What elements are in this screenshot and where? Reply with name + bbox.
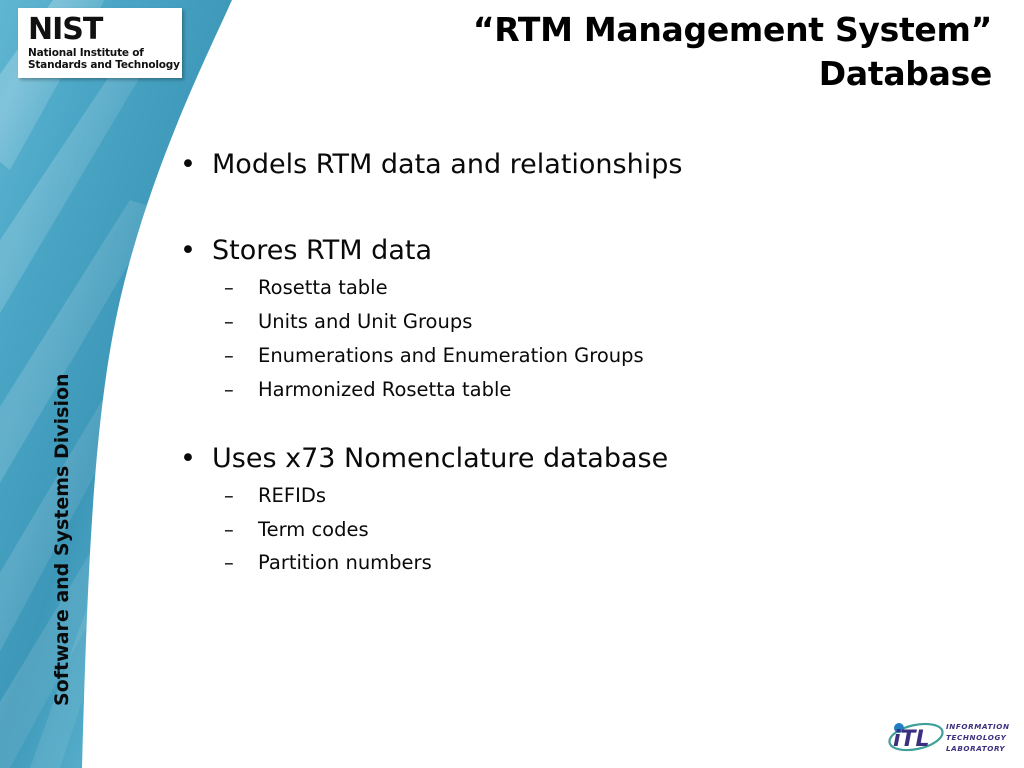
itl-logo: iTL INFORMATION TECHNOLOGY LABORATORY [886, 714, 1014, 758]
bullet-level2: – Term codes [176, 518, 976, 542]
bullet-level2: – Harmonized Rosetta table [176, 378, 976, 402]
bullet-level1-text: Models RTM data and relationships [212, 149, 683, 180]
bullet-level2-text: Term codes [258, 517, 369, 541]
bullet-level2: – Partition numbers [176, 551, 976, 575]
svg-text:iTL: iTL [893, 727, 930, 752]
dash-marker-icon: – [224, 517, 234, 541]
dash-marker-icon: – [224, 551, 234, 575]
itl-line3: LABORATORY [946, 744, 1005, 753]
bullet-level1: • Stores RTM data [176, 235, 976, 267]
bullet-level2: – Units and Unit Groups [176, 310, 976, 334]
bullet-level2: – REFIDs [176, 484, 976, 508]
dash-marker-icon: – [224, 483, 234, 507]
dash-marker-icon: – [224, 310, 234, 334]
decorative-side-band [0, 0, 260, 768]
bullet-level2-text: Partition numbers [258, 551, 432, 575]
itl-logo-graphic: iTL INFORMATION TECHNOLOGY LABORATORY [888, 722, 1010, 753]
bullet-marker-icon: • [180, 235, 196, 267]
bullet-level1: • Uses x73 Nomenclature database [176, 442, 976, 474]
nist-logo: NIST National Institute of Standards and… [18, 8, 182, 78]
bullet-level2-text: Units and Unit Groups [258, 310, 473, 334]
slide-title-line1: “RTM Management System” [472, 10, 992, 49]
bullet-group: • Uses x73 Nomenclature database – REFID… [176, 442, 976, 576]
bullet-level2-text: Rosetta table [258, 276, 388, 300]
bullet-level1-text: Uses x73 Nomenclature database [212, 442, 669, 474]
itl-line1: INFORMATION [946, 722, 1010, 731]
bullet-level2-text: Enumerations and Enumeration Groups [258, 344, 644, 368]
division-label: Software and Systems Division [51, 373, 73, 706]
bullet-group: • Models RTM data and relationships [176, 149, 976, 180]
bullet-level2: – Enumerations and Enumeration Groups [176, 344, 976, 368]
bullet-level2-text: Harmonized Rosetta table [258, 377, 512, 401]
bullet-level1-text: Stores RTM data [212, 235, 432, 267]
slide-title: “RTM Management System” Database [332, 8, 992, 95]
bullet-marker-icon: • [180, 149, 196, 180]
nist-subtitle-line1: National Institute of [28, 46, 144, 59]
slide-title-line2: Database [818, 53, 993, 93]
bullet-group: • Stores RTM data – Rosetta table – Unit… [176, 235, 976, 402]
nist-subtitle-line2: Standards and Technology [28, 59, 180, 71]
side-band-graphic [0, 0, 232, 768]
dash-marker-icon: – [224, 377, 234, 401]
bullet-marker-icon: • [180, 442, 196, 474]
dash-marker-icon: – [224, 344, 234, 368]
dash-marker-icon: – [224, 276, 234, 300]
spacer [176, 180, 976, 236]
slide-body: • Models RTM data and relationships • St… [176, 149, 976, 576]
bullet-level2: – Rosetta table [176, 276, 976, 300]
itl-line2: TECHNOLOGY [946, 733, 1007, 742]
bullet-level2-text: REFIDs [258, 483, 327, 507]
nist-wordmark: NIST [28, 11, 103, 47]
spacer [176, 402, 976, 444]
bullet-level1: • Models RTM data and relationships [176, 149, 976, 180]
